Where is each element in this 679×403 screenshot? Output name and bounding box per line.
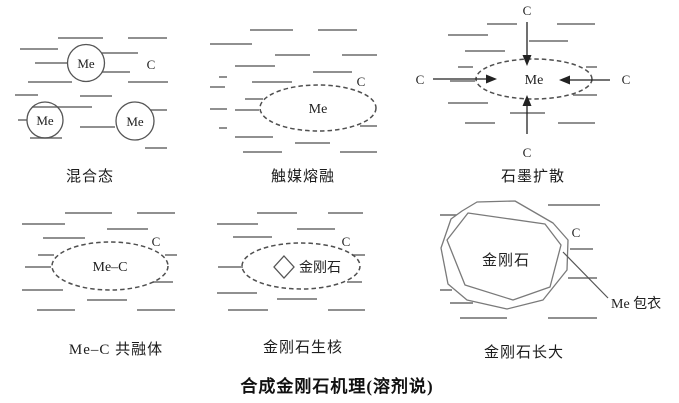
- graphite-lines: [440, 204, 600, 319]
- graphite-lines: [210, 29, 377, 153]
- panel-graphite-diffusion: Me C C C C 石墨扩散: [416, 3, 631, 185]
- graphite-lines: [217, 212, 365, 311]
- graphite-lines: [15, 37, 168, 149]
- me-particle-circle: [26, 101, 64, 139]
- diagram-title: 合成金刚石机理(溶剂说): [240, 376, 433, 396]
- me-label: Me: [309, 102, 328, 117]
- carbon-diffusion-arrows: [433, 22, 610, 134]
- panel-diamond-growth: 金刚石 C Me 包衣 金刚石长大: [440, 200, 661, 361]
- me-c-label: Me–C: [93, 260, 128, 275]
- eutectic-ellipse: [241, 242, 361, 290]
- panel-caption: 石墨扩散: [501, 168, 565, 185]
- carbon-label: C: [152, 234, 161, 249]
- carbon-label: C: [357, 74, 366, 89]
- panel-caption: 混合态: [66, 168, 114, 185]
- panel-caption: 金刚石生核: [263, 339, 343, 356]
- graphite-lines: [22, 212, 177, 311]
- me-particle-circle: [66, 43, 106, 83]
- diamond-label: 金刚石: [299, 260, 341, 276]
- eutectic-ellipse: [51, 241, 169, 291]
- me-label: Me: [36, 113, 54, 128]
- panel-me-c-eutectic: Me–C C Me–C 共融体: [22, 212, 177, 358]
- carbon-label-top: C: [523, 3, 532, 18]
- me-particle-circle: [115, 101, 155, 141]
- graphite-lines-right: [568, 248, 597, 279]
- carbon-label-left: C: [416, 72, 425, 87]
- me-label: Me: [77, 56, 95, 71]
- carbon-label-bottom: C: [523, 145, 532, 160]
- me-coating-label: Me 包衣: [611, 296, 661, 312]
- panel-caption: 触媒熔融: [271, 168, 335, 185]
- carbon-label: C: [342, 234, 351, 249]
- panel-catalyst-melting: Me C 触媒熔融: [210, 29, 377, 185]
- coating-leader-line: [562, 251, 609, 299]
- carbon-label: C: [147, 57, 156, 72]
- diamond-nucleus-icon: [273, 255, 295, 279]
- carbon-label-right: C: [622, 72, 631, 87]
- diamond-crystal-outline: [446, 212, 562, 301]
- graphite-lines: [448, 23, 597, 124]
- panel-mixed-state: Me Me Me C 混合态: [15, 37, 168, 185]
- panel-diamond-nucleation: 金刚石 C 金刚石生核: [217, 212, 365, 356]
- diamond-label: 金刚石: [482, 252, 530, 269]
- me-label: Me: [525, 73, 544, 88]
- me-label: Me: [126, 114, 144, 129]
- molten-catalyst-ellipse: [259, 84, 377, 132]
- panel-caption: Me–C 共融体: [69, 341, 163, 358]
- panel-caption: 金刚石长大: [484, 344, 564, 361]
- carbon-label: C: [572, 225, 581, 240]
